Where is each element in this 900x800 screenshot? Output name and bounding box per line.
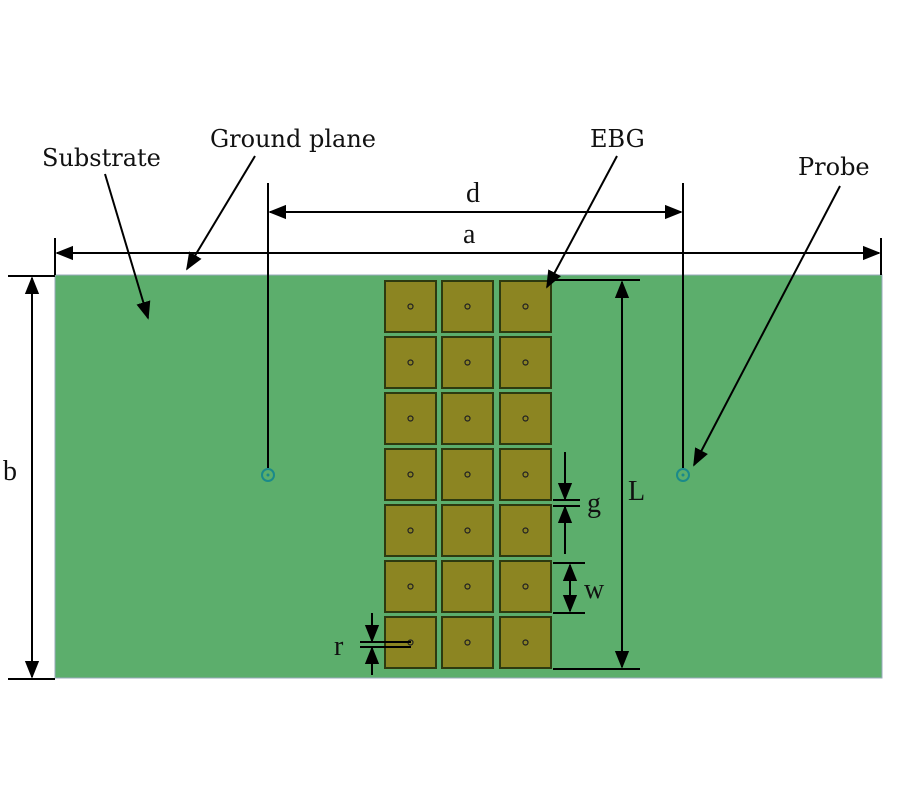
ebg-via [522,471,529,478]
ebg-patch [384,560,437,613]
ebg-patch [499,616,552,669]
ebg-patch [499,280,552,333]
ground-plane-label: Ground plane [210,125,376,153]
ebg-via [522,527,529,534]
ebg-label: EBG [590,125,645,153]
ebg-patch [384,392,437,445]
ebg-patch-grid [384,280,552,669]
ebg-patch [499,336,552,389]
ebg-via [407,415,414,422]
ebg-via [464,359,471,366]
ebg-via [464,583,471,590]
ebg-via [522,639,529,646]
ebg-patch [441,560,494,613]
substrate-label: Substrate [42,144,161,172]
ebg-via [407,471,414,478]
probe-left-icon [261,468,275,482]
ebg-patch [441,448,494,501]
probe-right-center [681,473,685,477]
probe-left-center [266,473,270,477]
ebg-patch [384,280,437,333]
dimension-a-label: a [463,219,476,250]
ebg-via [522,303,529,310]
ebg-via [407,303,414,310]
ebg-via [407,583,414,590]
ebg-patch [384,504,437,557]
ebg-via [464,471,471,478]
probe-label: Probe [798,153,870,181]
ebg-via [407,527,414,534]
ebg-patch [441,616,494,669]
ebg-patch [441,336,494,389]
ground-plane-pointer [186,155,256,271]
substrate-pointer [104,173,151,320]
probe-pointer [693,185,841,467]
ebg-patch [499,392,552,445]
ebg-via [464,303,471,310]
dimension-b-label: b [3,456,17,487]
ebg-via [522,415,529,422]
ebg-patch [384,448,437,501]
dimension-g-label: g [587,488,601,519]
ebg-via [464,415,471,422]
ebg-pointer [546,155,618,289]
ebg-patch [384,336,437,389]
ebg-patch [499,448,552,501]
probe-right-icon [676,468,690,482]
dimension-w-label: w [584,574,605,605]
ebg-via [407,359,414,366]
ebg-patch [441,280,494,333]
ebg-via [522,583,529,590]
dimension-l-label: L [628,476,645,507]
ebg-patch [499,504,552,557]
ebg-patch [441,392,494,445]
dimension-r-label: r [334,631,344,662]
ebg-via [464,527,471,534]
dimension-d-label: d [466,178,480,209]
ebg-patch [441,504,494,557]
ebg-via [464,639,471,646]
ebg-via [522,359,529,366]
ebg-patch [499,560,552,613]
